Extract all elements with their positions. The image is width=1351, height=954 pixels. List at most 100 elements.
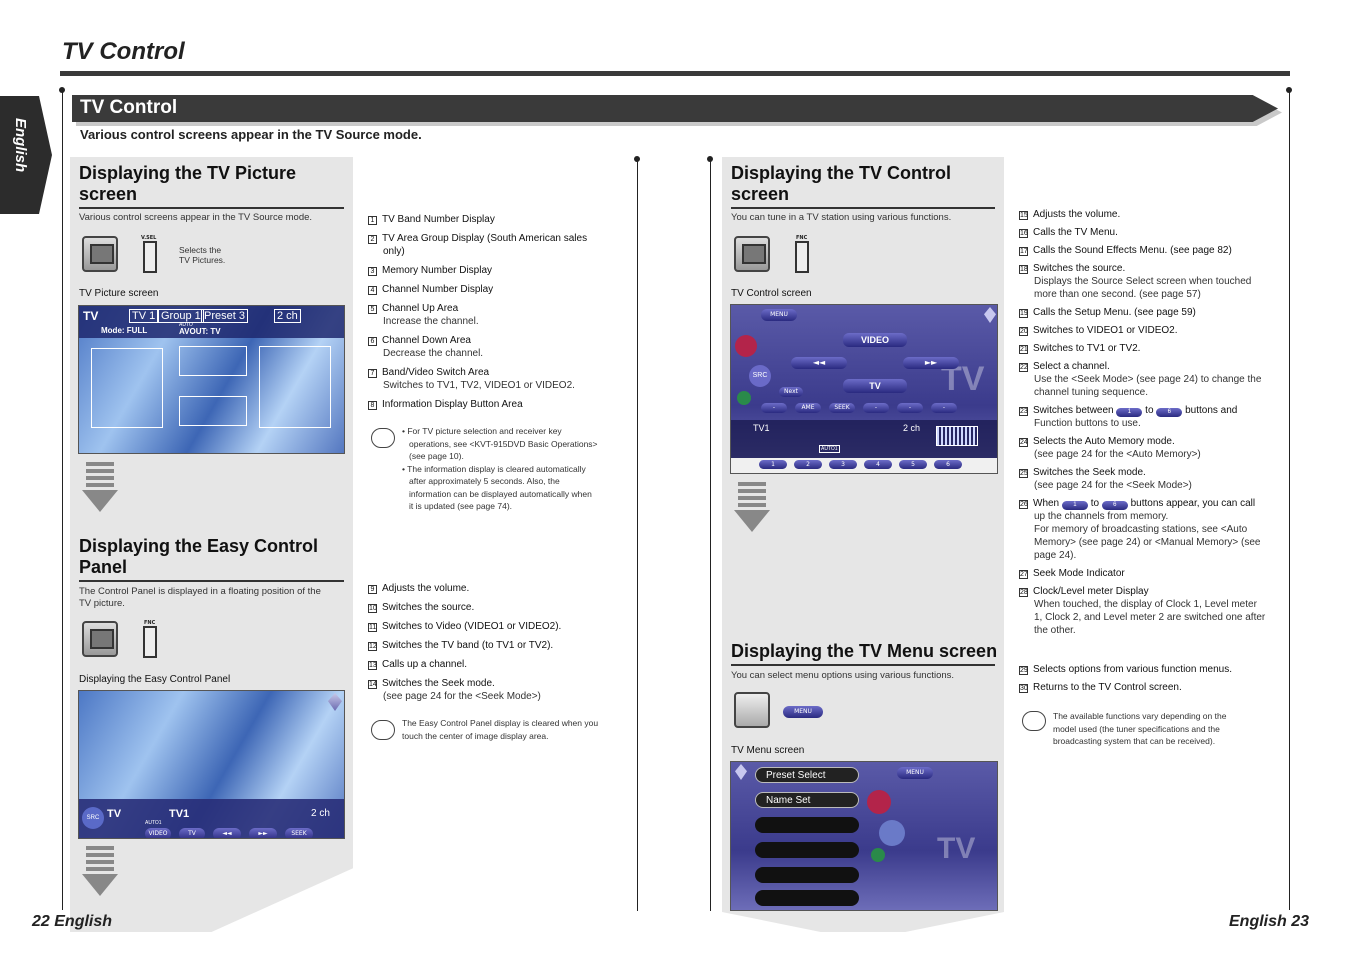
tv-band-button[interactable]: TV <box>843 379 907 393</box>
setup-button[interactable] <box>737 391 751 405</box>
footer-left: 22 English <box>32 913 113 930</box>
sound-effects-button[interactable] <box>735 335 757 357</box>
channel-up-button[interactable]: ►► <box>249 828 277 838</box>
section-menu-desc: You can select menu options using variou… <box>731 670 955 681</box>
channel-up-button[interactable]: ►► <box>903 357 959 369</box>
section-menu-title: Displaying the TV Menu screen <box>731 641 998 661</box>
intro-text: Various control screens appear in the TV… <box>80 127 422 142</box>
information-display-area[interactable] <box>179 396 247 426</box>
auto-display: AUTO <box>179 322 193 328</box>
monitor-icon <box>82 621 118 657</box>
preset-select-button[interactable]: Preset Select <box>755 767 859 783</box>
tv-label: TV <box>83 309 99 323</box>
tv-picture-screen[interactable]: TV TV 1 Group 1 Preset 3 2 ch Mode: FULL… <box>78 305 345 454</box>
menu-option-button[interactable] <box>755 867 859 883</box>
seek-button[interactable]: SEEK <box>829 403 855 413</box>
function-button[interactable]: - <box>761 403 787 413</box>
channel-up-area[interactable] <box>259 346 331 428</box>
section-rule <box>731 664 995 666</box>
channel-down-button[interactable]: ◄◄ <box>791 357 847 369</box>
volume-icon[interactable] <box>984 307 996 323</box>
fnc-switch-icon <box>795 241 809 273</box>
ame-button[interactable]: AME <box>795 403 821 413</box>
tv-menu-screen[interactable]: TV Preset Select Name Set MENU <box>730 761 998 911</box>
return-button[interactable] <box>879 820 905 846</box>
video-button[interactable]: VIDEO <box>843 333 907 347</box>
title-rule <box>60 71 1290 76</box>
channel-down-area[interactable] <box>91 348 163 428</box>
selects-text-1: Selects the <box>179 245 222 255</box>
next-button[interactable]: Next <box>779 387 803 397</box>
group-display: Group 1 <box>158 309 204 323</box>
function-button[interactable]: - <box>931 403 957 413</box>
right-gray-column-tail <box>722 912 1004 932</box>
src-button[interactable]: SRC <box>749 365 771 387</box>
section-rule <box>79 580 344 582</box>
tv-label: TV <box>107 808 122 820</box>
setup-button[interactable] <box>871 848 885 862</box>
preset-pill-icon: 1 <box>1116 408 1143 417</box>
preset-button-3[interactable]: 3 <box>829 460 857 469</box>
fnc-label: FNC <box>796 235 808 241</box>
section-rule <box>79 207 344 209</box>
sound-effects-button[interactable] <box>867 790 891 814</box>
section-control-title-1: Displaying the TV Control <box>731 163 952 183</box>
preset-button-1[interactable]: 1 <box>759 460 787 469</box>
footer-right: English 23 <box>1229 913 1310 930</box>
level-meter-display[interactable] <box>936 426 978 446</box>
preset-button-2[interactable]: 2 <box>794 460 822 469</box>
tv-button[interactable]: TV <box>179 828 205 838</box>
column-rule <box>637 159 638 911</box>
band-video-switch-area[interactable] <box>179 346 247 376</box>
channel-down-button[interactable]: ◄◄ <box>213 828 241 838</box>
tv-control-screen[interactable]: TV MENU SRC VIDEO ◄◄ ►► TV Next - AME SE… <box>730 304 998 474</box>
menu-pill-icon: MENU <box>783 706 823 718</box>
function-button[interactable]: - <box>863 403 889 413</box>
preset-pill-icon: 6 <box>1101 501 1128 510</box>
band-display: TV 1 <box>129 309 159 323</box>
section-control-desc: You can tune in a TV station using vario… <box>731 212 952 223</box>
banner-title: TV Control <box>80 97 178 118</box>
column-rule <box>1289 90 1290 910</box>
menu-button[interactable]: MENU <box>897 767 933 779</box>
preset-button-6[interactable]: 6 <box>934 460 962 469</box>
seek-button[interactable]: SEEK <box>285 828 313 838</box>
column-rule <box>62 90 63 910</box>
preset-button-5[interactable]: 5 <box>899 460 927 469</box>
section-easy-title-2: Panel <box>79 557 128 577</box>
page-title: TV Control <box>62 38 185 65</box>
volume-icon[interactable] <box>328 693 342 711</box>
menu-button[interactable]: MENU <box>761 309 797 321</box>
easy-control-screen[interactable]: SRC TV TV1 2 ch AUTO1 VIDEO TV ◄◄ ►► SEE… <box>78 690 345 839</box>
touch-hand-icon <box>734 692 770 728</box>
section-picture-title-2: screen <box>79 184 138 204</box>
fnc-switch-icon <box>143 626 157 658</box>
src-button[interactable]: SRC <box>82 807 104 829</box>
avout-display: AVOUT: TV <box>179 327 221 336</box>
section-rule <box>731 207 995 209</box>
scroll-up-icon[interactable] <box>735 764 747 780</box>
channel-display: 2 ch <box>903 423 921 433</box>
function-button[interactable]: - <box>897 403 923 413</box>
preset-pill-icon: 1 <box>1061 501 1088 510</box>
menu-option-button[interactable] <box>755 842 859 858</box>
menu-option-button[interactable] <box>755 817 859 833</box>
video-button[interactable]: VIDEO <box>145 828 171 838</box>
menu-option-button[interactable] <box>755 890 859 906</box>
name-set-button[interactable]: Name Set <box>755 792 859 808</box>
preset-button-4[interactable]: 4 <box>864 460 892 469</box>
